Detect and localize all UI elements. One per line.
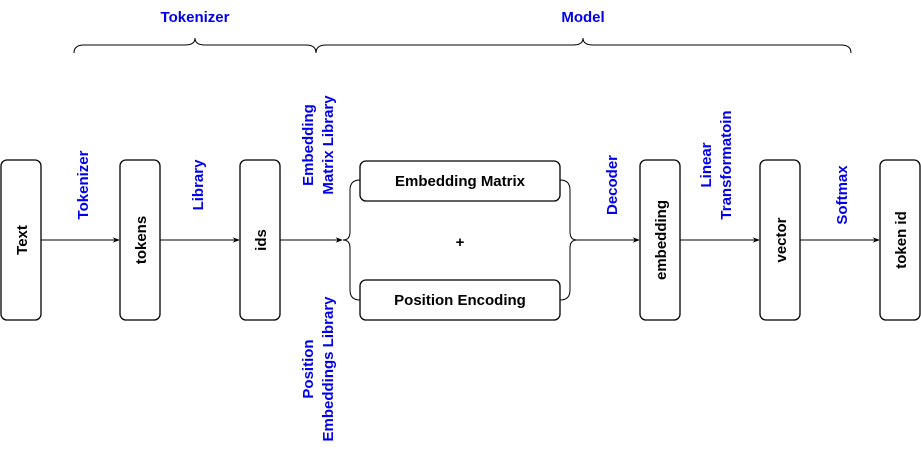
edge-label-linear-line2: Transformatoin xyxy=(718,110,735,219)
edge-label-linear-line1: Linear xyxy=(698,142,715,187)
node-embedding-matrix: Embedding Matrix xyxy=(359,160,561,202)
node-tokens-label: tokens xyxy=(133,216,150,264)
section-label-model: Model xyxy=(561,9,604,26)
brace-left-merge xyxy=(342,179,361,301)
node-embedding: embedding xyxy=(639,159,681,321)
node-embedding-matrix-label: Embedding Matrix xyxy=(395,173,526,190)
edge-label-tokenizer: Tokenizer xyxy=(75,150,92,219)
edge-label-position-line1: Position xyxy=(300,339,317,398)
node-embedding-label: embedding xyxy=(653,200,670,280)
node-ids-label: ids xyxy=(253,229,270,251)
brace-right-merge xyxy=(559,179,578,301)
node-token-id: token id xyxy=(879,159,921,321)
node-ids: ids xyxy=(239,159,281,321)
node-token-id-label: token id xyxy=(893,211,910,269)
node-vector-label: vector xyxy=(773,217,790,262)
node-tokens: tokens xyxy=(119,159,161,321)
node-position-encoding-label: Position Encoding xyxy=(394,292,526,309)
brace-model xyxy=(315,37,852,54)
node-vector: vector xyxy=(759,159,801,321)
node-text-label: Text xyxy=(14,225,31,255)
edge-label-softmax: Softmax xyxy=(834,165,851,225)
edge-label-embedding-line1: Embedding xyxy=(300,104,317,186)
node-text: Text xyxy=(0,159,42,321)
edge-label-library: Library xyxy=(190,159,207,211)
section-label-tokenizer: Tokenizer xyxy=(161,9,230,26)
plus-sign: + xyxy=(456,234,465,251)
node-position-encoding: Position Encoding xyxy=(359,279,561,321)
edge-label-decoder: Decoder xyxy=(604,155,621,215)
edge-label-embedding-line2: Matrix Library xyxy=(320,95,337,195)
brace-tokenizer xyxy=(73,37,317,54)
edge-label-position-line2: Embeddings Library xyxy=(320,296,337,442)
